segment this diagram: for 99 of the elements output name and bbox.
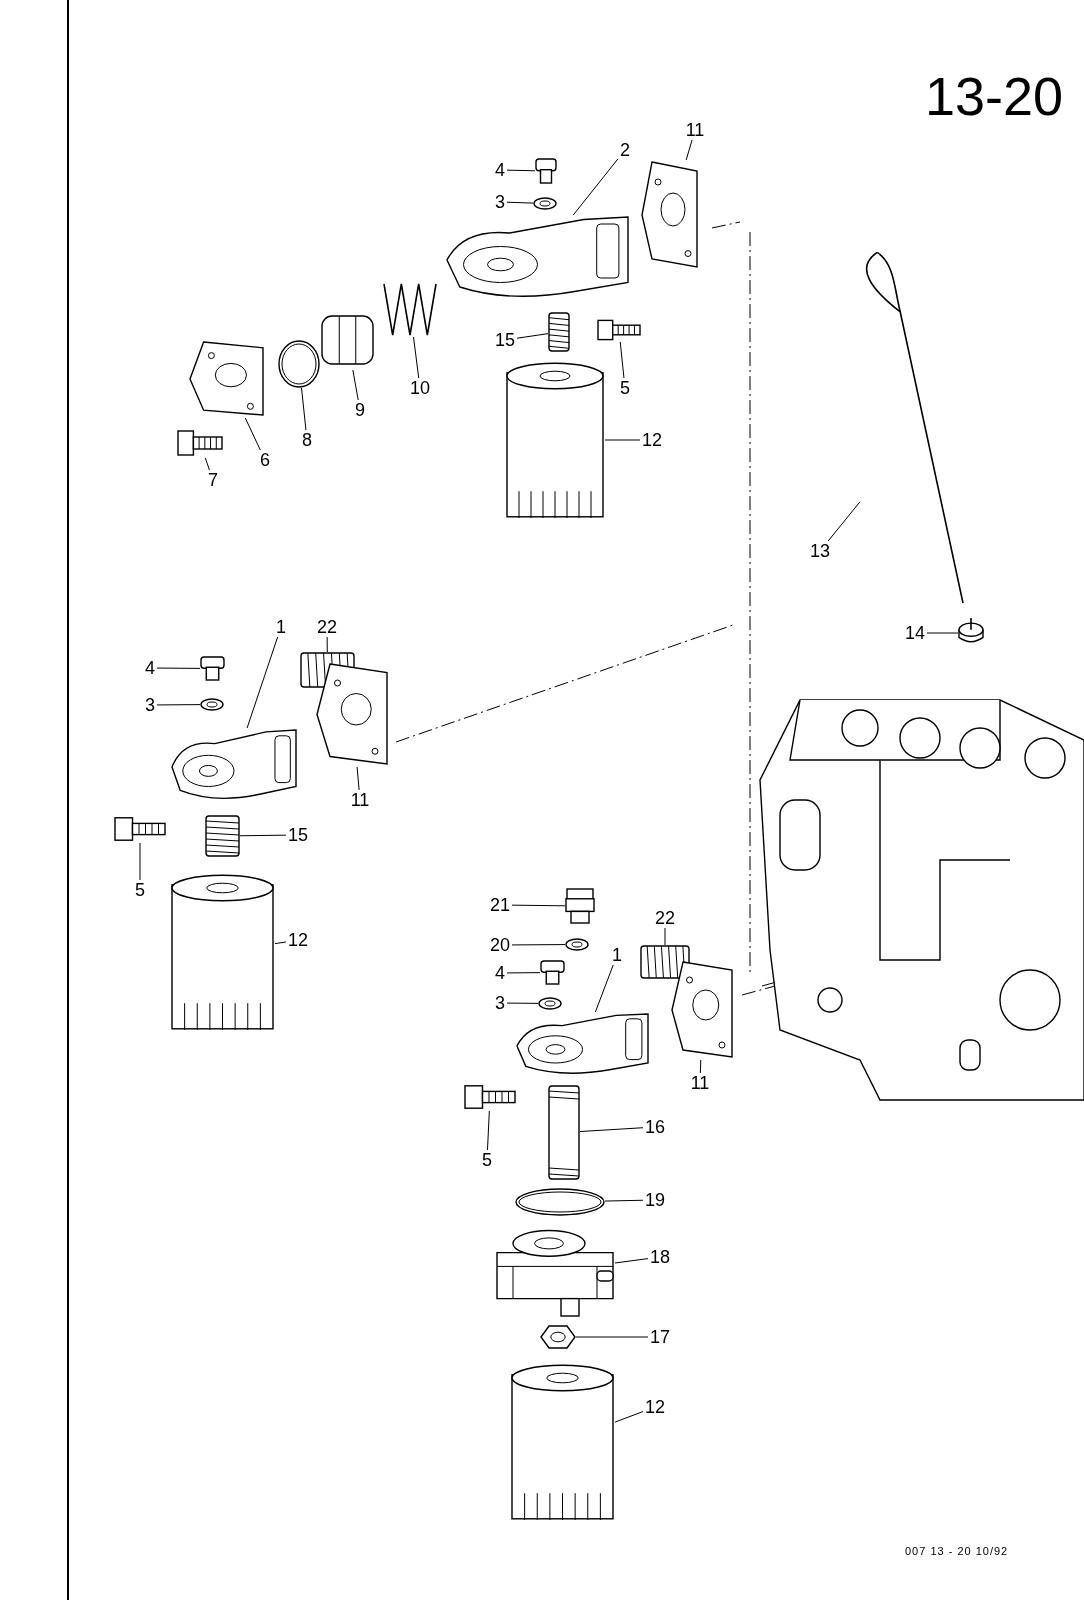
leader-line: [511, 904, 566, 907]
callout-number: 5: [618, 378, 632, 398]
sealing-ring: [515, 1188, 605, 1216]
leader-line: [619, 341, 625, 379]
sealing-ring: [278, 340, 320, 388]
leader-line: [511, 944, 566, 946]
callout-number: 3: [493, 993, 507, 1013]
bolt: [465, 1083, 515, 1111]
drawing-reference-number: 007 13 - 20 10/92: [905, 1545, 1009, 1557]
callout-number: 16: [643, 1117, 667, 1137]
leader-line: [506, 972, 541, 974]
oil-filter: [510, 1362, 615, 1522]
callout-number: 4: [143, 658, 157, 678]
leader-line: [685, 139, 693, 161]
callout-number: 12: [640, 430, 664, 450]
callout-number: 12: [286, 930, 310, 950]
callout-number: 9: [353, 400, 367, 420]
leader-line: [506, 169, 536, 172]
leader-line: [204, 457, 210, 471]
oil-filter: [505, 360, 605, 520]
callout-number: 10: [408, 378, 432, 398]
leader-line: [699, 1059, 702, 1074]
leader-line: [139, 842, 141, 881]
leader-line: [579, 1127, 644, 1133]
callout-number: 22: [315, 617, 339, 637]
callout-number: 22: [653, 908, 677, 928]
spring: [380, 282, 440, 337]
gasket: [315, 662, 390, 767]
callout-number: 14: [903, 623, 927, 643]
leader-line: [516, 333, 549, 339]
bolt: [598, 318, 640, 342]
callout-number: 18: [648, 1247, 672, 1267]
gasket: [670, 960, 735, 1060]
callout-number: 12: [643, 1397, 667, 1417]
callout-number: 11: [348, 790, 372, 810]
bolt: [178, 428, 222, 458]
callout-number: 3: [493, 192, 507, 212]
gasket: [640, 160, 700, 270]
leader-line: [246, 636, 279, 729]
callout-number: 3: [143, 695, 157, 715]
leader-line: [156, 704, 201, 706]
callout-number: 20: [488, 935, 512, 955]
threaded-plug: [640, 945, 690, 979]
callout-number: 6: [258, 450, 272, 470]
bolt: [115, 815, 165, 843]
threaded-sleeve: [548, 312, 570, 352]
leader-line: [604, 439, 641, 441]
callout-number: 13: [808, 541, 832, 561]
callout-number: 15: [493, 330, 517, 350]
leader-line: [604, 1199, 644, 1202]
leader-line: [326, 636, 328, 653]
gasket: [188, 340, 266, 418]
washer: [533, 197, 557, 210]
bolt: [200, 656, 225, 681]
callout-number: 4: [493, 963, 507, 983]
washer: [565, 938, 589, 951]
leader-line: [572, 158, 619, 216]
leader-line: [274, 941, 287, 945]
leader-line: [594, 964, 614, 1013]
leader-line: [575, 1336, 649, 1338]
leader-line: [506, 1002, 539, 1004]
leader-line: [664, 927, 666, 946]
leader-line: [301, 387, 307, 431]
callout-number: 4: [493, 160, 507, 180]
callout-number: 7: [206, 470, 220, 490]
page-number-title: 13-20: [925, 66, 1064, 126]
callout-number: 11: [688, 1073, 712, 1093]
leader-line: [156, 667, 201, 669]
callout-number: 1: [274, 617, 288, 637]
leader-line: [926, 632, 959, 634]
washer: [538, 997, 562, 1010]
oil-filter: [170, 872, 275, 1032]
leader-line: [244, 417, 261, 451]
callout-number: 21: [488, 895, 512, 915]
callout-number: 1: [610, 945, 624, 965]
leader-line: [239, 834, 287, 837]
fitting: [565, 888, 595, 924]
washer: [200, 698, 224, 711]
leader-line: [506, 201, 534, 204]
callout-number: 8: [300, 430, 314, 450]
callout-number: 5: [480, 1150, 494, 1170]
threaded-sleeve: [205, 815, 240, 857]
callout-number: 19: [643, 1190, 667, 1210]
callout-number: 11: [683, 120, 707, 140]
leader-line: [352, 369, 359, 401]
callout-number: 17: [648, 1327, 672, 1347]
leader-line: [614, 1411, 644, 1423]
leader-line: [413, 336, 420, 379]
leader-line: [356, 766, 360, 791]
leader-line: [486, 1110, 490, 1151]
callout-number: 15: [286, 825, 310, 845]
leader-line: [614, 1258, 649, 1264]
callout-number: 2: [618, 140, 632, 160]
callout-number: 5: [133, 880, 147, 900]
threaded-pipe: [548, 1085, 580, 1180]
bolt: [540, 960, 565, 985]
hex-nut: [540, 1325, 576, 1349]
bolt: [535, 158, 557, 184]
leader-line: [827, 501, 861, 542]
